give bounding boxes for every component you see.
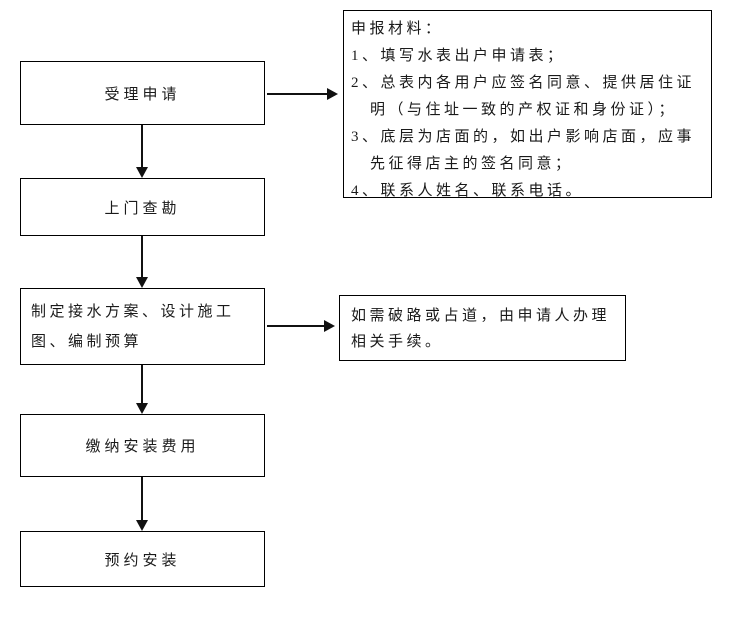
materials-note-line: 1、填写水表出户申请表；: [351, 48, 566, 64]
flow-step-pay-installation-fee: 缴纳安装费用: [20, 414, 265, 477]
arrow-head-icon: [324, 320, 335, 332]
flow-step-accept-application: 受理申请: [20, 61, 265, 125]
step-label: 缴纳安装费用: [85, 439, 200, 455]
materials-note-line: 4、联系人姓名、联系电话。: [351, 183, 585, 199]
arrow-shaft: [141, 477, 143, 522]
arrow-shaft: [267, 325, 326, 327]
step-label: 上门查勘: [104, 200, 181, 217]
down-arrow-1: [136, 125, 148, 178]
materials-note-line: 2、总表内各用户应签名同意、提供居住证: [351, 75, 696, 91]
down-arrow-3: [136, 365, 148, 414]
step-label: 受理申请: [104, 86, 181, 103]
road-note-line: 相关手续。: [351, 334, 444, 350]
materials-note-line: 3、底层为店面的，如出户影响店面，应事: [351, 129, 696, 145]
right-arrow-to-materials-note: [267, 88, 338, 100]
right-arrow-to-road-note: [267, 320, 335, 332]
arrow-shaft: [141, 125, 143, 169]
materials-note: 申报材料： 1、填写水表出户申请表； 2、总表内各用户应签名同意、提供居住证 明…: [343, 10, 712, 199]
flow-step-schedule-installation: 预约安装: [20, 531, 265, 587]
arrow-head-icon: [136, 520, 148, 531]
arrow-head-icon: [136, 403, 148, 414]
flow-step-site-survey: 上门查勘: [20, 178, 265, 236]
materials-note-line: 先征得店主的签名同意；: [370, 156, 574, 172]
arrow-head-icon: [136, 277, 148, 288]
arrow-shaft: [141, 236, 143, 279]
road-note-line: 如需破路或占道，由申请人办理: [351, 308, 611, 324]
flow-step-plan-design-budget: 制定接水方案、设计施工 图、编制预算: [20, 288, 265, 365]
step-label: 预约安装: [104, 552, 181, 569]
arrow-shaft: [267, 93, 329, 95]
road-permit-note: 如需破路或占道，由申请人办理 相关手续。: [339, 295, 626, 361]
materials-note-line: 明（与住址一致的产权证和身份证）；: [370, 102, 678, 118]
arrow-head-icon: [136, 167, 148, 178]
materials-note-title: 申报材料：: [351, 21, 444, 37]
step-label-line: 制定接水方案、设计施工: [31, 303, 235, 320]
down-arrow-2: [136, 236, 148, 288]
arrow-head-icon: [327, 88, 338, 100]
down-arrow-4: [136, 477, 148, 531]
step-label-line: 图、编制预算: [31, 333, 143, 350]
arrow-shaft: [141, 365, 143, 405]
